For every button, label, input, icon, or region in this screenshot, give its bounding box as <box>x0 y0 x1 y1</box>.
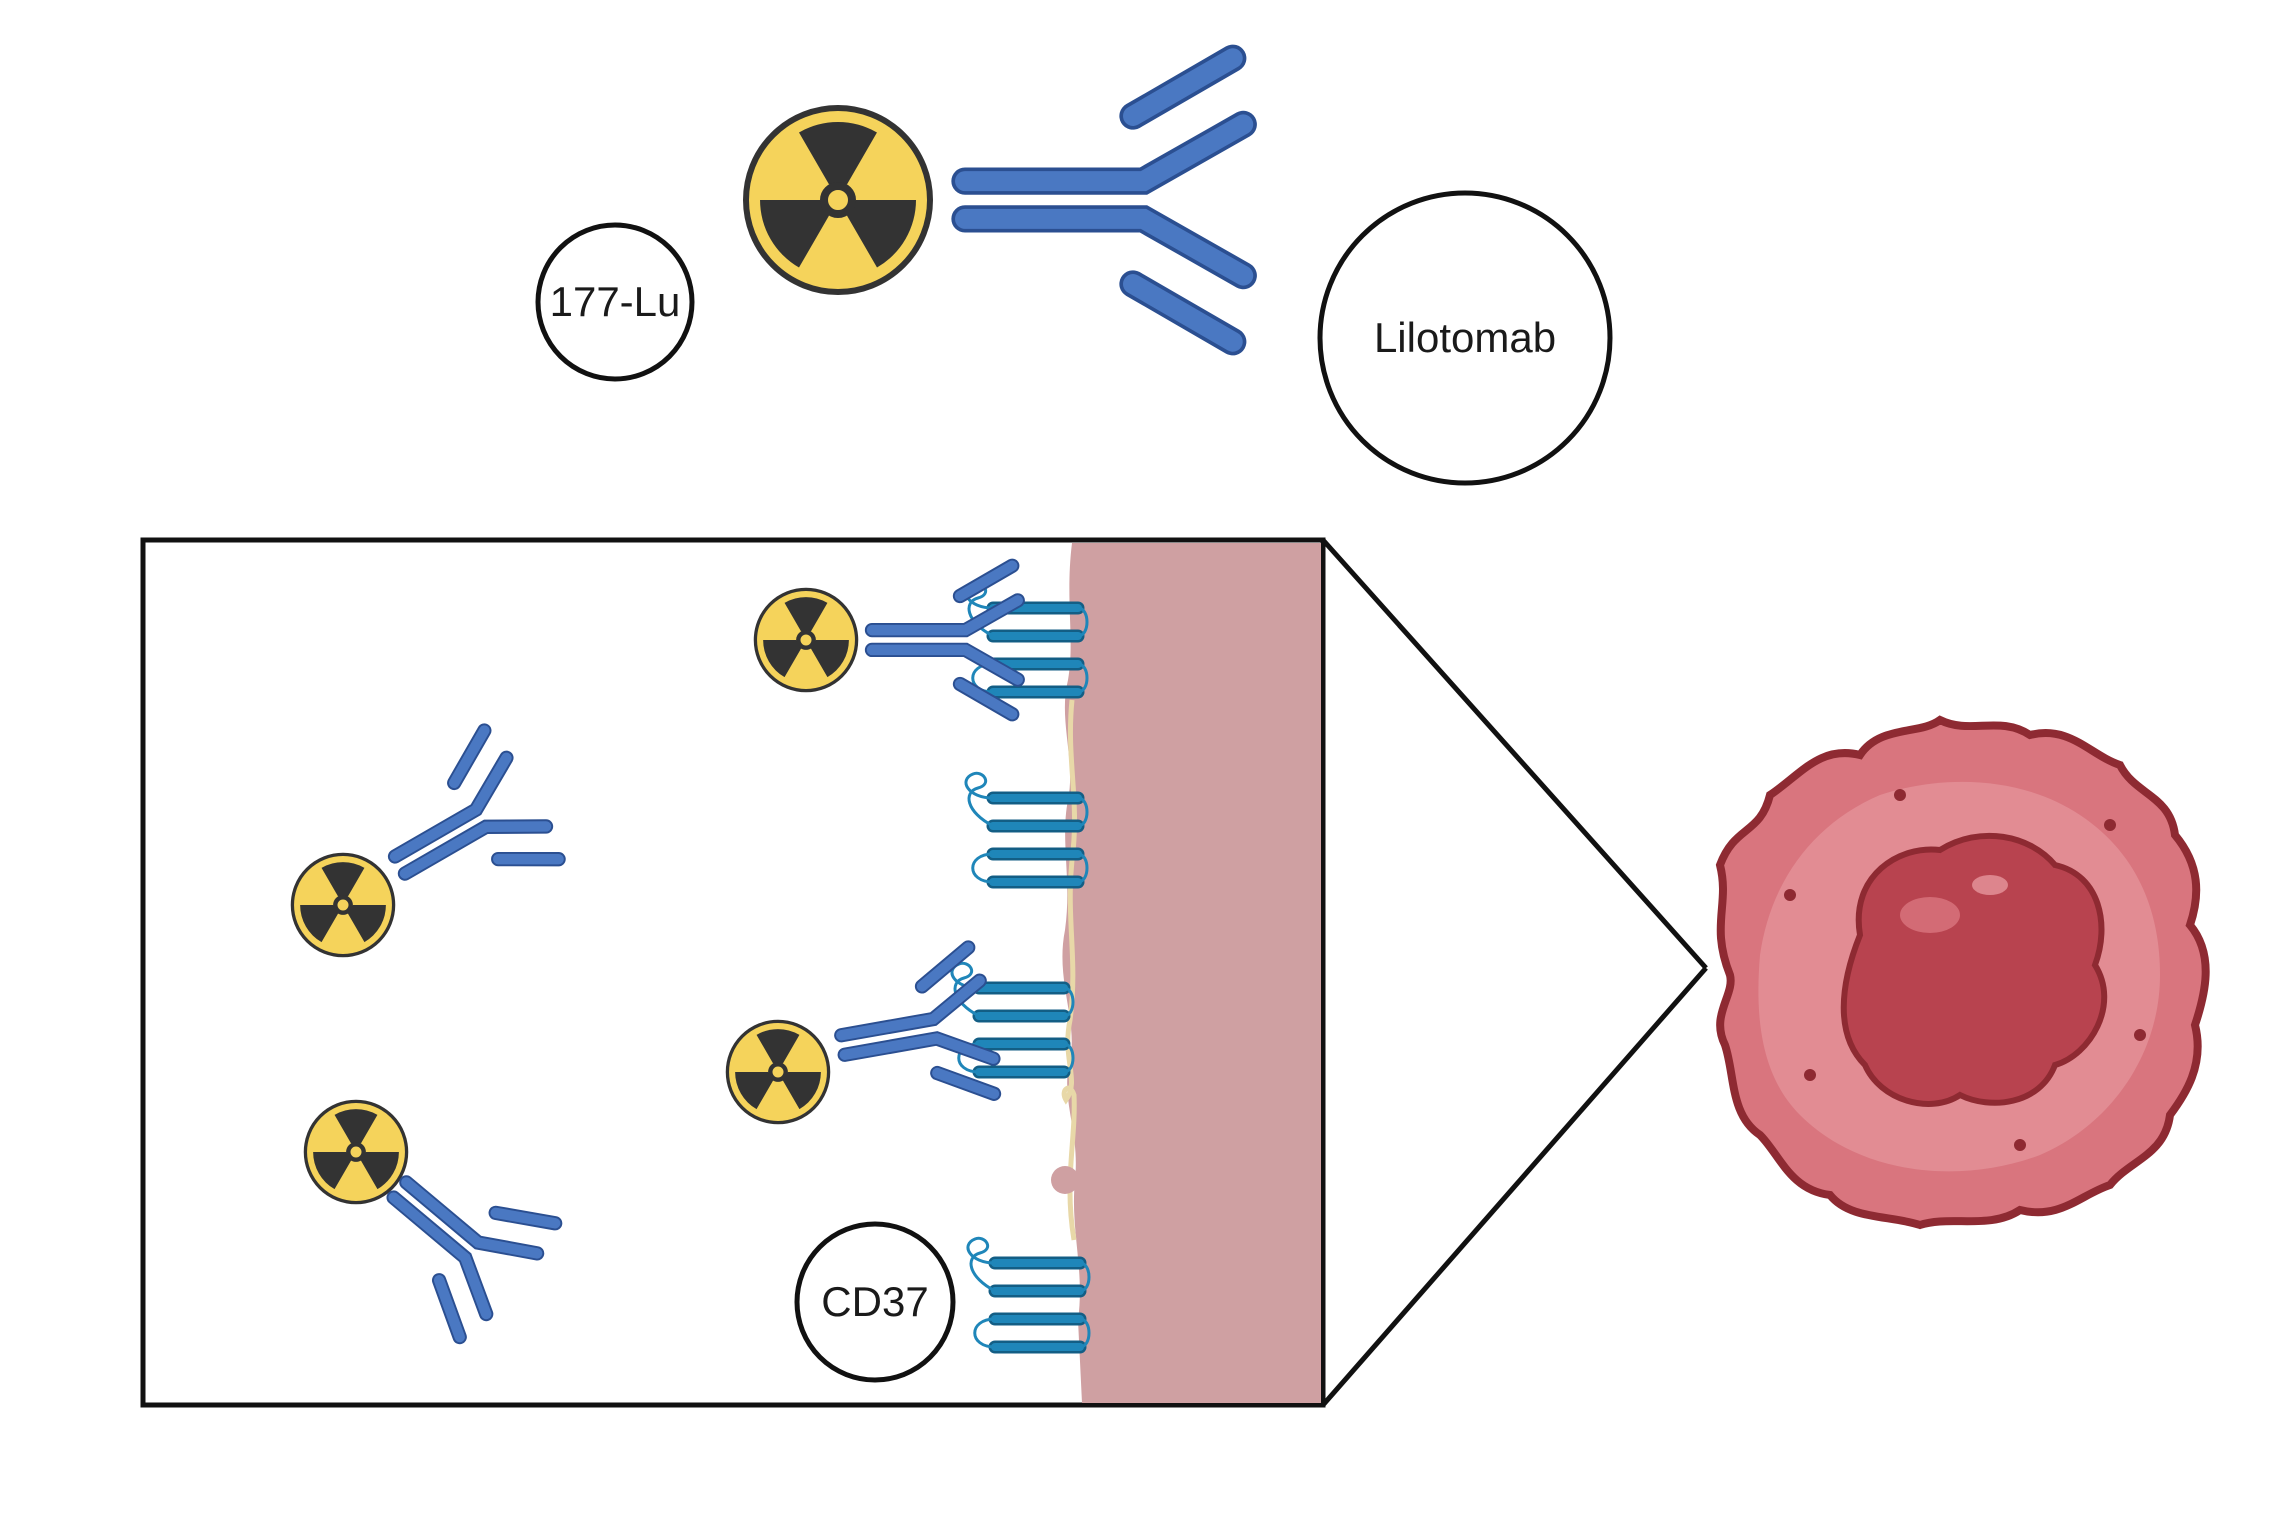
zoom-callout-lines <box>1321 538 1708 1407</box>
zoom-panel: CD37 <box>140 537 1326 1408</box>
label-cd37: CD37 <box>794 1221 956 1383</box>
radiation-trefoil-icon <box>741 99 930 292</box>
antibody-icon <box>965 58 1243 342</box>
top-conjugate <box>741 58 1244 342</box>
cancer-cell-icon <box>1715 715 2210 1230</box>
cell-membrane <box>1062 543 1321 1403</box>
label-177lu: 177-Lu <box>535 222 695 382</box>
label-lilotomab: Lilotomab <box>1317 190 1613 486</box>
label-cd37-text: CD37 <box>821 1278 928 1325</box>
label-lilotomab-text: Lilotomab <box>1374 314 1556 361</box>
label-177lu-text: 177-Lu <box>550 278 681 325</box>
